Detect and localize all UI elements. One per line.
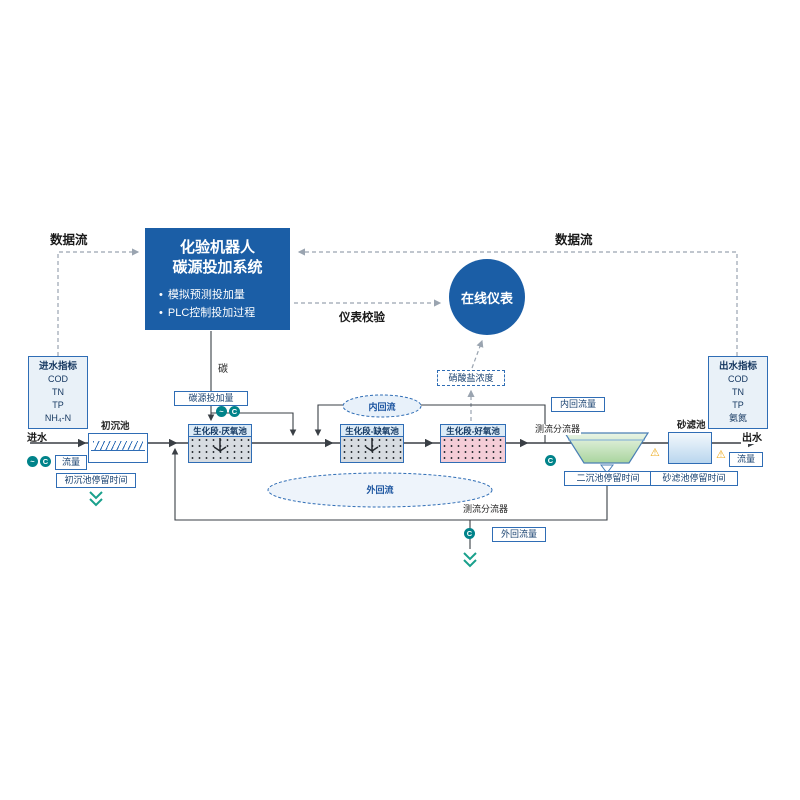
primary-retention-label: 初沉池停留时间 — [56, 473, 136, 488]
influent-flow-label: 流量 — [55, 455, 87, 470]
anaerobic-tank — [188, 437, 252, 463]
system-title-line2: 碳源投加系统 — [172, 259, 263, 276]
warning-icon: ⚠ — [650, 447, 660, 459]
nitrate-concentration-label: 硝酸盐浓度 — [437, 370, 505, 386]
discharge-chevron-icon — [463, 552, 477, 568]
flow-sensor-icon: C — [229, 406, 240, 417]
external-recycle-flow-label: 外回流量 — [492, 527, 546, 542]
hatch-pattern — [93, 441, 143, 450]
online-instrument-node: 在线仪表 — [449, 259, 525, 335]
sand-filter — [668, 432, 712, 464]
dosing-system-box: 化验机器人 碳源投加系统 •模拟预测投加量 •PLC控制投加过程 — [145, 228, 290, 330]
flow-sensor-icon: ~ — [216, 406, 227, 417]
carbon-label: 碳 — [217, 364, 229, 375]
effluent-item-nh3: 氨氮 — [728, 413, 747, 423]
influent-label: 进水 — [27, 433, 47, 444]
mixer-icon — [365, 438, 379, 452]
aerobic-tank — [440, 437, 506, 463]
internal-recycle-ellipse — [342, 394, 422, 418]
effluent-panel-title: 出水指标 — [718, 361, 757, 372]
water-line — [91, 450, 145, 451]
calibration-label: 仪表校验 — [337, 309, 387, 325]
influent-item-cod: COD — [48, 374, 68, 384]
primary-tank-label: 初沉池 — [100, 421, 131, 432]
discharge-chevron-icon — [89, 491, 103, 507]
effluent-item-tn: TN — [732, 387, 744, 397]
influent-item-nh4n: NH₄-N — [44, 413, 72, 423]
mixer-icon — [213, 438, 227, 452]
influent-panel-title: 进水指标 — [38, 361, 77, 372]
secondary-clarifier-shape — [563, 432, 650, 474]
flow-splitter-top-label: 测流分流器 — [534, 424, 582, 435]
effluent-item-tp: TP — [732, 400, 744, 410]
system-bullet-2: •PLC控制投加过程 — [159, 307, 256, 319]
bullet-icon: • — [159, 289, 163, 301]
anaerobic-tank-label: 生化段-厌氧池 — [188, 424, 252, 437]
effluent-indicator-panel: 出水指标 COD TN TP 氨氮 — [708, 356, 768, 429]
system-title-line1: 化验机器人 — [179, 239, 255, 256]
warning-icon: ⚠ — [716, 449, 726, 461]
bullet-icon: • — [159, 307, 163, 319]
system-bullet-1: •模拟预测投加量 — [159, 289, 245, 301]
flow-sensor-icon: C — [40, 456, 51, 467]
external-recycle-ellipse — [267, 472, 493, 508]
flow-splitter-bottom-label: 测流分流器 — [462, 504, 510, 515]
aerobic-tank-label: 生化段-好氧池 — [440, 424, 506, 437]
internal-recycle-label: 内回流 — [368, 402, 396, 412]
sand-filter-retention-label: 砂滤池停留时间 — [650, 471, 738, 486]
data-flow-dashed-lines — [57, 248, 738, 421]
internal-recycle-flow-label: 内回流量 — [551, 397, 605, 412]
effluent-label: 出水 — [741, 429, 763, 444]
dataflow-left-label: 数据流 — [50, 233, 88, 247]
effluent-item-cod: COD — [728, 374, 748, 384]
secondary-retention-label: 二沉池停留时间 — [564, 471, 652, 486]
flow-sensor-icon: C — [464, 528, 475, 539]
flow-sensor-icon: C — [545, 455, 556, 466]
influent-item-tp: TP — [52, 400, 64, 410]
sand-filter-label: 砂滤池 — [676, 420, 707, 431]
influent-indicator-panel: 进水指标 COD TN TP NH₄-N — [28, 356, 88, 429]
effluent-flow-label: 流量 — [729, 452, 763, 467]
carbon-dosing-line — [207, 331, 297, 437]
anoxic-tank — [340, 437, 404, 463]
external-recycle-label: 外回流 — [366, 485, 394, 495]
influent-item-tn: TN — [52, 387, 64, 397]
flow-sensor-icon: ~ — [27, 456, 38, 467]
primary-sedimentation-tank — [88, 433, 148, 463]
dataflow-right-label: 数据流 — [552, 229, 596, 248]
carbon-dosing-label: 碳源投加量 — [174, 391, 248, 406]
anoxic-tank-label: 生化段-缺氧池 — [340, 424, 404, 437]
